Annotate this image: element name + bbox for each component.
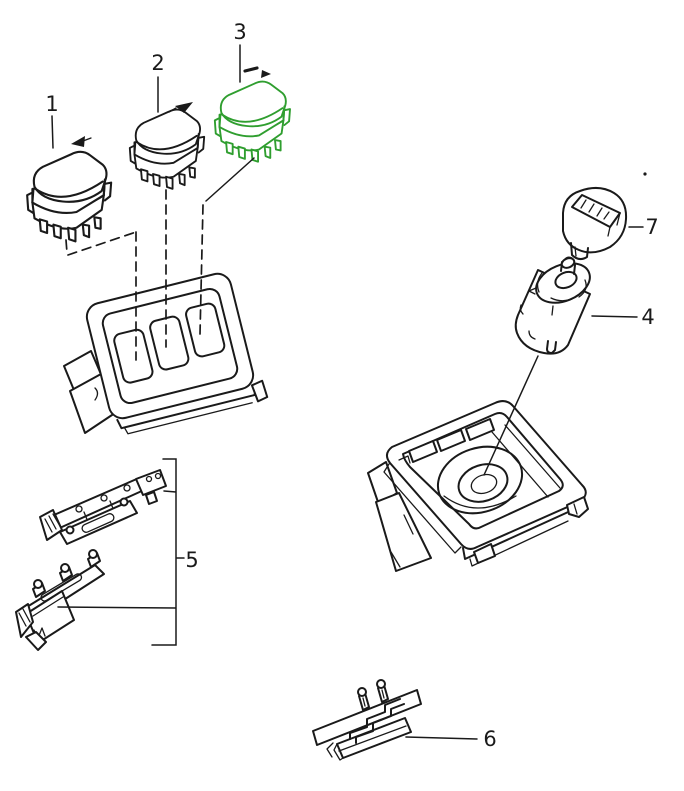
bezel-inner-rim [101, 287, 239, 405]
switch-panel-bezel [63, 272, 269, 435]
rotary-opening-inner-ring [457, 463, 509, 503]
part-1-rocker-switch[interactable] [26, 150, 113, 243]
assembly-line-3b [199, 204, 204, 335]
part-4-rotary-switch[interactable] [514, 256, 596, 355]
bracket-line-5 [57, 458, 185, 646]
callout-7[interactable]: 7 [645, 215, 658, 239]
rotary-switch-panel [367, 400, 589, 572]
direction-arrow-1-icon [71, 136, 92, 147]
assembly-line-1 [65, 231, 137, 361]
direction-arrow-2-icon [168, 102, 193, 113]
panel-slot-1 [408, 440, 438, 463]
panel-slot-3 [465, 418, 495, 441]
rotary-opening-outer-ring [436, 445, 524, 515]
assembly-line-3a [205, 157, 255, 202]
bezel-opening-1 [113, 328, 154, 384]
part-6-trace-plate[interactable] [312, 679, 422, 761]
part-3-rocker-switch-highlighted[interactable] [213, 80, 291, 163]
part-2-rocker-switch[interactable] [128, 108, 206, 190]
callout-6[interactable]: 6 [483, 727, 496, 751]
bezel-opening-3 [185, 302, 226, 358]
panel-bottom-tab [375, 492, 432, 572]
leader-1 [51, 115, 54, 149]
panel-foot-right [566, 496, 589, 518]
direction-arrow-3-icon [243, 66, 271, 78]
callout-1[interactable]: 1 [45, 92, 58, 116]
leader-6 [405, 736, 478, 740]
panel-inner-rim [402, 412, 564, 530]
callout-3[interactable]: 3 [233, 20, 246, 44]
part-7-knob[interactable] [562, 187, 628, 261]
part-5-bracket-lower[interactable] [15, 549, 105, 651]
panel-foot-left [473, 543, 496, 564]
assembly-line-4 [483, 355, 539, 476]
bezel-foot [250, 379, 269, 403]
callout-labels: 1 2 3 4 5 6 7 [45, 20, 658, 751]
callout-5[interactable]: 5 [185, 548, 198, 572]
leader-4 [591, 315, 638, 318]
panel-slot-2 [436, 429, 466, 452]
leader-lines [51, 44, 644, 740]
callout-4[interactable]: 4 [641, 305, 654, 329]
callout-2[interactable]: 2 [151, 51, 164, 75]
part-5-bracket-upper[interactable] [39, 469, 167, 545]
print-speck [643, 172, 647, 176]
bezel-opening-2 [149, 315, 190, 371]
